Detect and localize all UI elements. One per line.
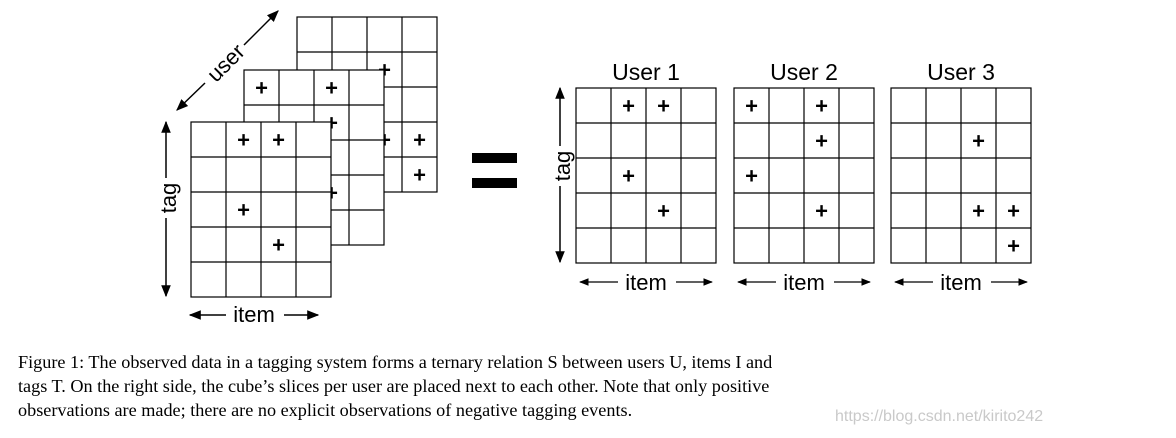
tagging-diagram: + + + + + + + + + + + + + user tag item tag + + + + Us… — [156, 10, 1032, 327]
cube-layer-front: + + + + — [190, 121, 332, 298]
ternary-cube: ++++ +++++ ++++ — [190, 16, 438, 298]
equals-bar-top — [472, 153, 517, 163]
slice-2-title: User 2 — [770, 59, 838, 85]
user-axis-arrow-upper — [243, 10, 279, 46]
cube-front-plus-mark: + — [272, 233, 285, 258]
cube-back-plus-mark: + — [413, 163, 426, 188]
slice-1-plus-mark: + — [657, 199, 670, 224]
cube-back-plus-mark: + — [413, 128, 426, 153]
slice-1-title: User 1 — [612, 59, 680, 85]
equals-sign — [472, 153, 517, 188]
slice-3-title: User 3 — [927, 59, 995, 85]
slice-2-plus-mark: + — [815, 129, 828, 154]
slice-2-item-label: item — [783, 270, 825, 295]
cube-tag-axis: tag — [156, 120, 181, 298]
caption-line-1: Figure 1: The observed data in a tagging… — [18, 352, 773, 372]
cube-middle-plus-mark: + — [325, 76, 338, 101]
slice-3-item-label: item — [940, 270, 982, 295]
cube-front-plus-mark: + — [237, 128, 250, 153]
caption-line-2: tags T. On the right side, the cube’s sl… — [18, 376, 770, 396]
user-slices: + + + + User 1 item + + + + + User 2 item + + + + User 3 i… — [575, 59, 1032, 295]
user-slice-2: + + + + + User 2 item — [733, 59, 875, 295]
user-axis-arrow-lower — [176, 82, 206, 111]
slices-tag-label: tag — [550, 151, 575, 182]
cube-front-plus-mark: + — [237, 198, 250, 223]
cube-tag-label: tag — [156, 183, 181, 214]
user-slice-1: + + + + User 1 item — [575, 59, 717, 295]
equals-bar-bottom — [472, 178, 517, 188]
user-axis-label: user — [202, 39, 250, 87]
slice-1-plus-mark: + — [622, 164, 635, 189]
slice-3-plus-mark: + — [972, 129, 985, 154]
figure-caption: Figure 1: The observed data in a tagging… — [18, 350, 1170, 422]
caption-line-3: observations are made; there are no expl… — [18, 400, 633, 420]
cube-item-axis: item — [188, 302, 320, 327]
cube-front-plus-mark: + — [272, 128, 285, 153]
slice-1-plus-mark: + — [657, 94, 670, 119]
slice-3-plus-mark: + — [1007, 199, 1020, 224]
slices-tag-axis: tag — [550, 86, 575, 264]
slice-3-plus-mark: + — [1007, 234, 1020, 259]
slice-2-plus-mark: + — [745, 164, 758, 189]
watermark-url: https://blog.csdn.net/kirito242 — [835, 408, 1044, 425]
slice-1-item-label: item — [625, 270, 667, 295]
slice-3-plus-mark: + — [972, 199, 985, 224]
cube-item-label: item — [233, 302, 275, 327]
user-slice-3: + + + + User 3 item — [890, 59, 1032, 295]
slice-2-plus-mark: + — [815, 199, 828, 224]
cube-middle-plus-mark: + — [255, 76, 268, 101]
slice-2-plus-mark: + — [815, 94, 828, 119]
slice-1-plus-mark: + — [622, 94, 635, 119]
slice-2-plus-mark: + — [745, 94, 758, 119]
